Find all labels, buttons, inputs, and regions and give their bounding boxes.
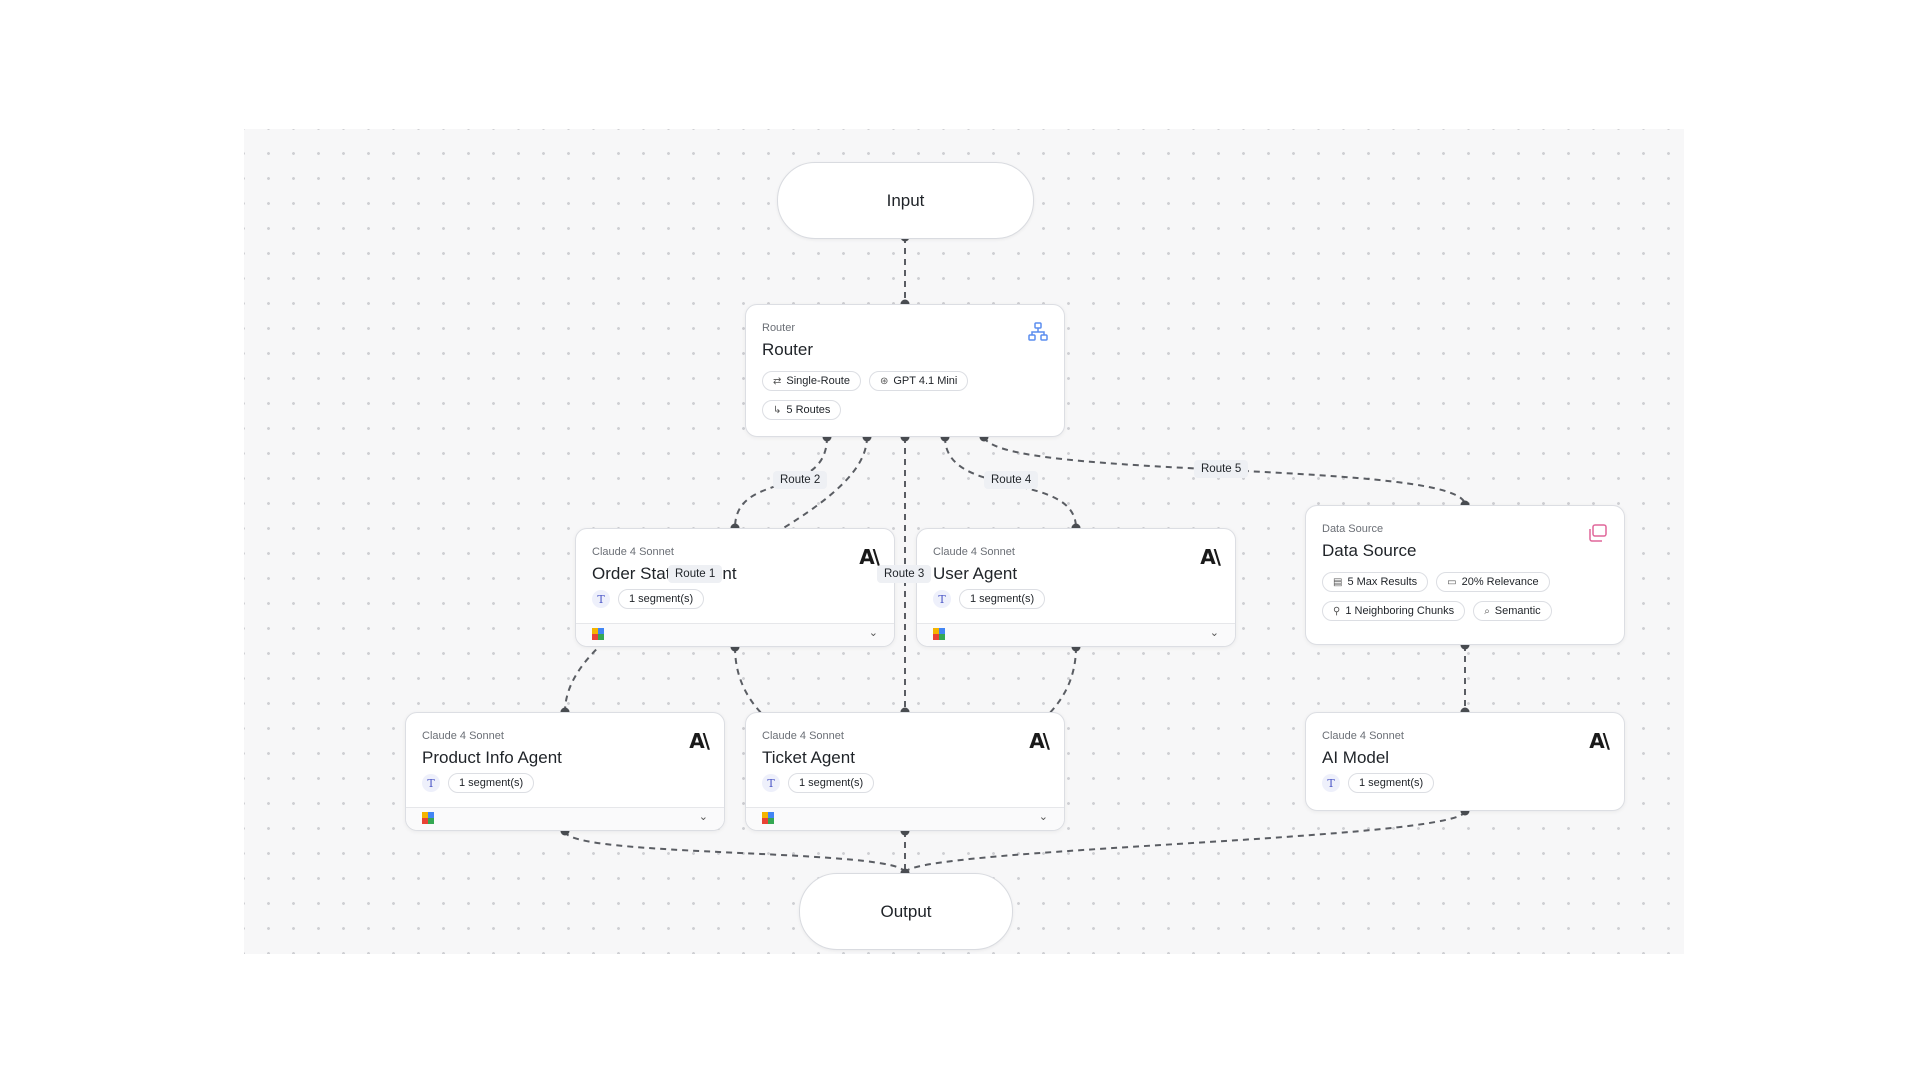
list-icon: ▤ [1333, 576, 1343, 588]
segments-chip: 1 segment(s) [788, 773, 875, 793]
node-footer: ⌄ [406, 807, 724, 830]
router-kind-label: Router [762, 322, 796, 334]
order-status-agent-node[interactable]: Claude 4 Sonnet Order Status Agent A\ T … [575, 528, 895, 647]
link-icon: ⚲ [1333, 605, 1341, 617]
tools-logo-icon [762, 812, 774, 824]
input-node-label: Input [886, 190, 925, 210]
route-label-5[interactable]: Route 5 [1194, 460, 1249, 478]
router-node[interactable]: Router Router ⇄Single-Route ⊛GPT 4.1 Min… [745, 304, 1065, 437]
text-token-icon: T [933, 590, 951, 608]
shuffle-icon: ⇄ [773, 375, 782, 387]
user-agent-node[interactable]: Claude 4 Sonnet User Agent A\ T 1 segmen… [916, 528, 1236, 647]
max-results-chip: ▤5 Max Results [1322, 572, 1429, 592]
router-routes-chip: ↳5 Routes [762, 400, 842, 420]
data-source-kind-label: Data Source [1322, 523, 1384, 535]
router-mode-chip: ⇄Single-Route [762, 371, 861, 391]
text-token-icon: T [1322, 774, 1340, 792]
neighboring-chunks-chip: ⚲1 Neighboring Chunks [1322, 601, 1466, 621]
data-source-node[interactable]: Data Source Data Source ▤5 Max Results ▭… [1305, 505, 1625, 645]
agent-model-label: Claude 4 Sonnet [592, 546, 674, 558]
agent-title: Product Info Agent [422, 748, 562, 767]
route-label-1[interactable]: Route 1 [668, 565, 723, 583]
router-model-chip: ⊛GPT 4.1 Mini [868, 371, 969, 391]
chevron-down-icon[interactable]: ⌄ [1038, 810, 1048, 823]
tools-logo-icon [592, 628, 604, 640]
anthropic-logo-icon: A\ [689, 729, 710, 753]
output-node[interactable]: Output [799, 873, 1013, 950]
text-token-icon: T [762, 774, 780, 792]
agent-title: User Agent [933, 564, 1018, 583]
anthropic-logo-icon: A\ [1589, 729, 1610, 753]
chevron-down-icon[interactable]: ⌄ [698, 810, 708, 823]
segments-chip: 1 segment(s) [1348, 773, 1435, 793]
agent-model-label: Claude 4 Sonnet [762, 730, 844, 742]
anthropic-logo-icon: A\ [859, 545, 880, 569]
semantic-chip: ⌕Semantic [1473, 601, 1552, 621]
text-token-icon: T [422, 774, 440, 792]
segments-chip: 1 segment(s) [959, 589, 1046, 609]
node-footer: ⌄ [917, 623, 1235, 646]
relevance-chip: ▭20% Relevance [1436, 572, 1550, 592]
chevron-down-icon[interactable]: ⌄ [1209, 626, 1219, 639]
ai-model-node[interactable]: Claude 4 Sonnet AI Model A\ T 1 segment(… [1305, 712, 1625, 811]
chevron-down-icon[interactable]: ⌄ [868, 626, 878, 639]
router-title: Router [762, 340, 814, 359]
agent-model-label: Claude 4 Sonnet [422, 730, 504, 742]
product-info-agent-node[interactable]: Claude 4 Sonnet Product Info Agent A\ T … [405, 712, 725, 831]
segments-chip: 1 segment(s) [618, 589, 705, 609]
node-footer: ⌄ [746, 807, 1064, 830]
route-icon: ↳ [773, 404, 782, 416]
data-source-title: Data Source [1322, 541, 1417, 560]
agent-model-label: Claude 4 Sonnet [1322, 730, 1404, 742]
tools-logo-icon [422, 812, 434, 824]
model-icon: ⊛ [879, 375, 889, 387]
router-icon [1028, 322, 1048, 341]
route-label-4[interactable]: Route 4 [984, 471, 1039, 489]
node-footer: ⌄ [576, 623, 894, 646]
agent-title: Ticket Agent [762, 748, 855, 767]
output-node-label: Output [880, 901, 932, 921]
filter-icon: ▭ [1447, 576, 1457, 588]
route-label-2[interactable]: Route 2 [773, 471, 828, 489]
agent-model-label: Claude 4 Sonnet [933, 546, 1015, 558]
route-label-3[interactable]: Route 3 [877, 565, 932, 583]
text-token-icon: T [592, 590, 610, 608]
data-source-icon [1589, 524, 1607, 542]
anthropic-logo-icon: A\ [1029, 729, 1050, 753]
agent-title: AI Model [1322, 748, 1390, 767]
tools-logo-icon [933, 628, 945, 640]
search-icon: ⌕ [1484, 605, 1490, 617]
anthropic-logo-icon: A\ [1200, 545, 1221, 569]
segments-chip: 1 segment(s) [448, 773, 535, 793]
ticket-agent-node[interactable]: Claude 4 Sonnet Ticket Agent A\ T 1 segm… [745, 712, 1065, 831]
input-node[interactable]: Input [777, 162, 1034, 239]
